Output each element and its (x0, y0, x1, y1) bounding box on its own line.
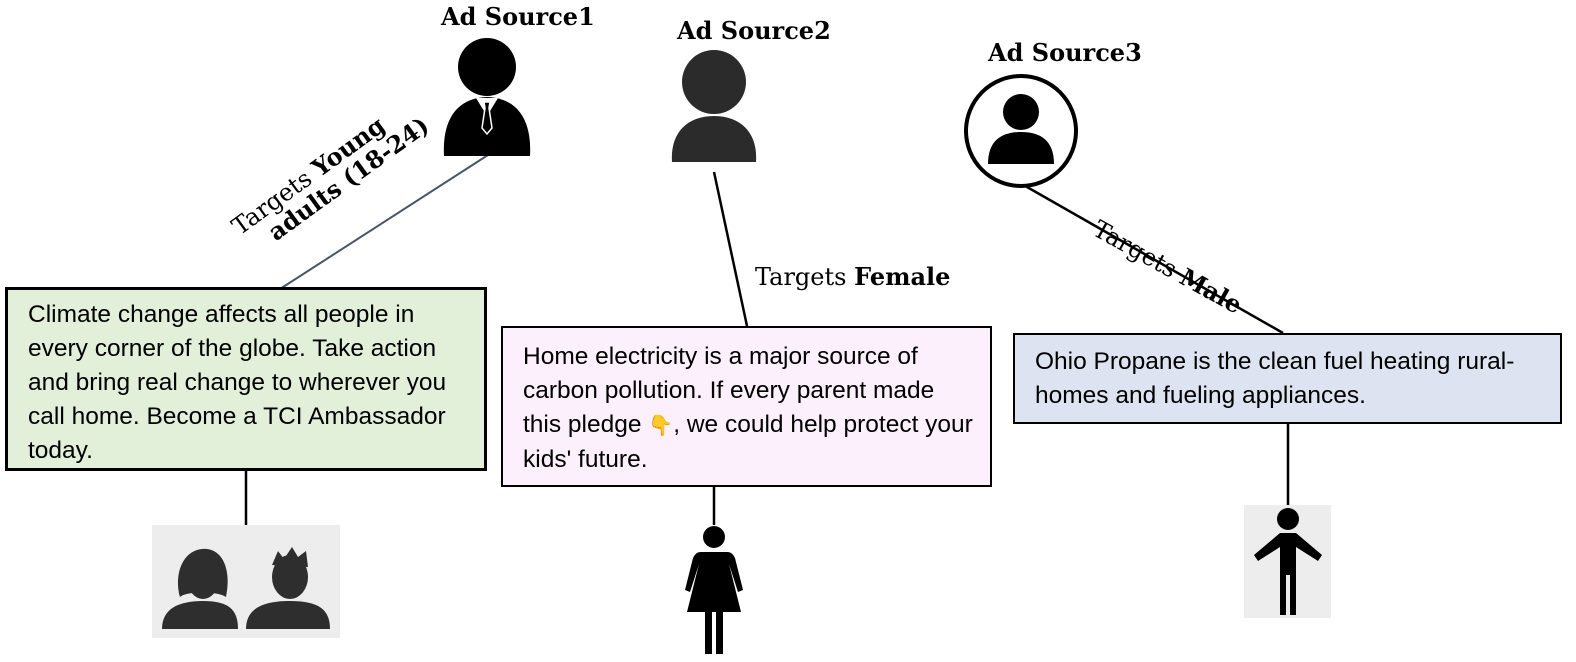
edge-target-2: Female (854, 262, 951, 291)
edge-line-source3 (1026, 185, 1284, 335)
ad-box-3: Ohio Propane is the clean fuel heating r… (1013, 333, 1562, 424)
ad-text-2-end: , we could help protect your kids' futur… (523, 411, 973, 473)
female-figure-icon (685, 526, 743, 654)
source3-title: Ad Source3 (988, 38, 1142, 67)
person-in-circle-icon (964, 74, 1078, 188)
young-adults-pair-icon (152, 525, 340, 638)
person-silhouette-icon (671, 50, 757, 162)
source2-title: Ad Source2 (677, 16, 831, 45)
edge-line-source1 (279, 154, 489, 290)
edge-label-source2: Targets Female (755, 262, 951, 291)
businessman-icon (443, 38, 531, 156)
ad-text-1: Climate change affects all people in eve… (28, 301, 447, 464)
pointing-down-icon: 👇 (648, 415, 674, 437)
edge-prefix-2: Targets (755, 263, 847, 291)
ad-box-1: Climate change affects all people in eve… (5, 287, 487, 471)
male-figure-icon (1244, 505, 1331, 618)
source1-title: Ad Source1 (441, 2, 595, 31)
ad-text-3: Ohio Propane is the clean fuel heating r… (1035, 348, 1515, 409)
ad-text-2: Home electricity is a major source of ca… (523, 343, 935, 438)
edge-line-source2 (712, 171, 749, 327)
ad-box-2: Home electricity is a major source of ca… (501, 326, 992, 487)
